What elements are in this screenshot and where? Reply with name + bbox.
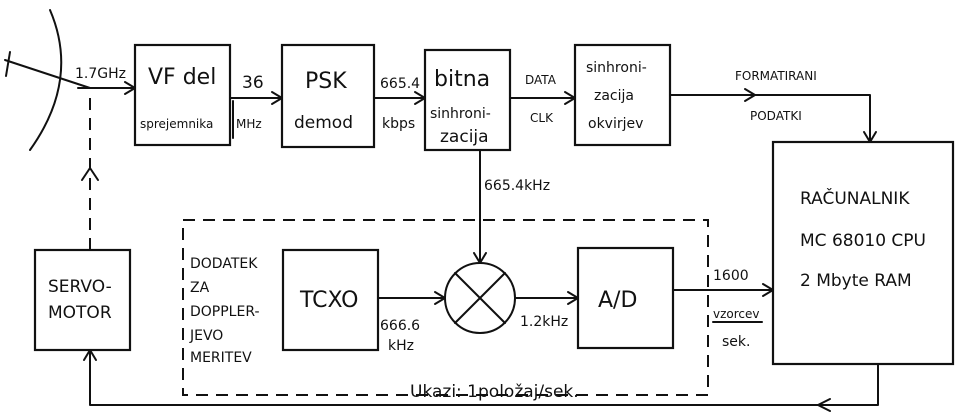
tcxo-freq-unit: kHz bbox=[388, 338, 414, 354]
bit-clock-label: 665.4kHz bbox=[484, 178, 550, 194]
command-line bbox=[89, 349, 879, 406]
if-freq-value: 36 bbox=[242, 73, 264, 93]
formatted-label-2: PODATKI bbox=[750, 109, 802, 123]
sample-rate-unit-1: vzorcev bbox=[713, 307, 760, 321]
servo-link-arrow bbox=[81, 167, 99, 181]
bit-label-1: bitna bbox=[434, 67, 490, 92]
doppler-label-2: ZA bbox=[190, 280, 210, 296]
tcxo-freq-value: 666.6 bbox=[380, 318, 420, 334]
frame-sync-block bbox=[573, 43, 672, 147]
if-freq-unit: MHz bbox=[236, 117, 262, 131]
formatted-label-1: FORMATIRANI bbox=[735, 69, 817, 83]
tcxo-block bbox=[281, 248, 380, 352]
doppler-label-5: MERITEV bbox=[190, 350, 252, 366]
doppler-label-1: DODATEK bbox=[190, 256, 258, 272]
vf-receiver-block bbox=[133, 43, 232, 147]
clk-label: CLK bbox=[530, 111, 554, 125]
psk-label-1: PSK bbox=[305, 69, 347, 94]
tcxo-label: TCXO bbox=[299, 288, 359, 313]
bitrate-value: 665.4 bbox=[380, 76, 420, 92]
doppler-label-3: DOPPLER- bbox=[190, 304, 260, 320]
servo-motor-block bbox=[33, 248, 132, 352]
sample-rate-unit-2: sek. bbox=[722, 334, 750, 350]
bit-label-3: zacija bbox=[440, 127, 489, 147]
frame-label-1: sinhroni- bbox=[586, 60, 647, 76]
bitrate-unit: kbps bbox=[382, 116, 415, 132]
rf-freq-label: 1.7GHz bbox=[75, 66, 126, 82]
psk-demod-block bbox=[280, 43, 376, 149]
formatted-data-line bbox=[669, 94, 871, 143]
vf-label-2: sprejemnika bbox=[140, 117, 213, 131]
vf-label-1: VF del bbox=[148, 65, 216, 90]
computer-block bbox=[771, 140, 955, 366]
mixer-out-label: 1.2kHz bbox=[520, 314, 568, 330]
computer-label-3: 2 Mbyte RAM bbox=[800, 271, 912, 291]
psk-label-2: demod bbox=[294, 113, 353, 133]
doppler-label-4: JEVO bbox=[189, 328, 223, 344]
servo-label-1: SERVO- bbox=[48, 277, 112, 297]
bit-sync-block bbox=[423, 48, 512, 152]
frame-label-3: okvirjev bbox=[588, 116, 643, 132]
bit-label-2: sinhroni- bbox=[430, 106, 491, 122]
antenna-icon bbox=[4, 9, 91, 151]
frame-label-2: zacija bbox=[594, 88, 634, 104]
mixer-icon bbox=[444, 262, 516, 334]
data-label: DATA bbox=[525, 73, 557, 87]
sample-rate-value: 1600 bbox=[713, 268, 749, 284]
doppler-group bbox=[182, 219, 709, 396]
ad-label: A/D bbox=[598, 288, 637, 313]
commands-label: Ukazi: 1položaj/sek. bbox=[410, 382, 579, 402]
computer-label-2: MC 68010 CPU bbox=[800, 231, 926, 251]
servo-label-2: MOTOR bbox=[48, 303, 112, 323]
computer-label-1: RAČUNALNIK bbox=[800, 187, 910, 209]
